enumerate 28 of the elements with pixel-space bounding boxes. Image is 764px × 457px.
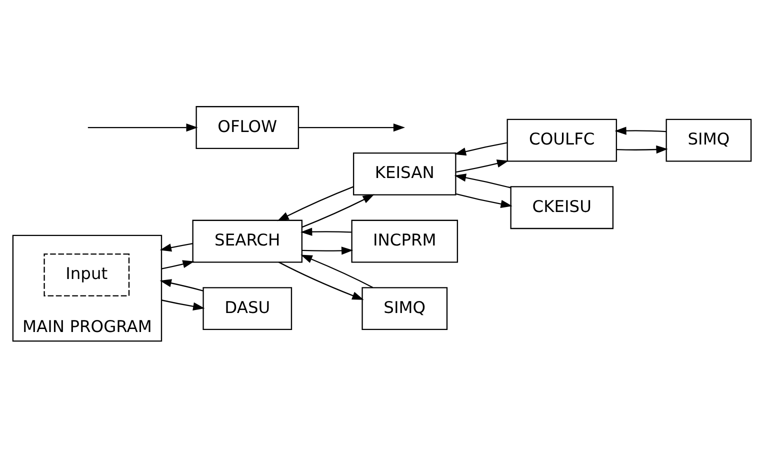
node-box: OFLOW [196,106,300,149]
arrow [300,228,352,236]
arrow [300,254,374,288]
node-box: SEARCH [192,220,302,263]
node-box: SIMQ [362,287,448,330]
arrow [161,260,194,270]
arrow [160,279,204,292]
arrow [278,262,364,300]
arrow [302,194,374,228]
arrow [302,246,354,255]
node-box: KEISAN [352,152,456,196]
arrow [161,300,205,310]
arrow [88,123,198,132]
node-box: CKEISU [510,186,614,230]
node-box: Input [44,253,130,296]
arrow [454,142,508,156]
arrow [456,160,509,173]
node-box: SIMQ [666,118,752,162]
arrow [298,123,406,132]
node-box: COULFC [506,118,617,162]
arrow [160,242,193,252]
node-box: DASU [202,287,292,330]
arrow [614,126,666,135]
node-box: INCPRM [351,220,458,263]
arrow [277,186,354,222]
arrow [456,193,512,208]
arrow [454,174,511,188]
arrow [616,145,668,154]
